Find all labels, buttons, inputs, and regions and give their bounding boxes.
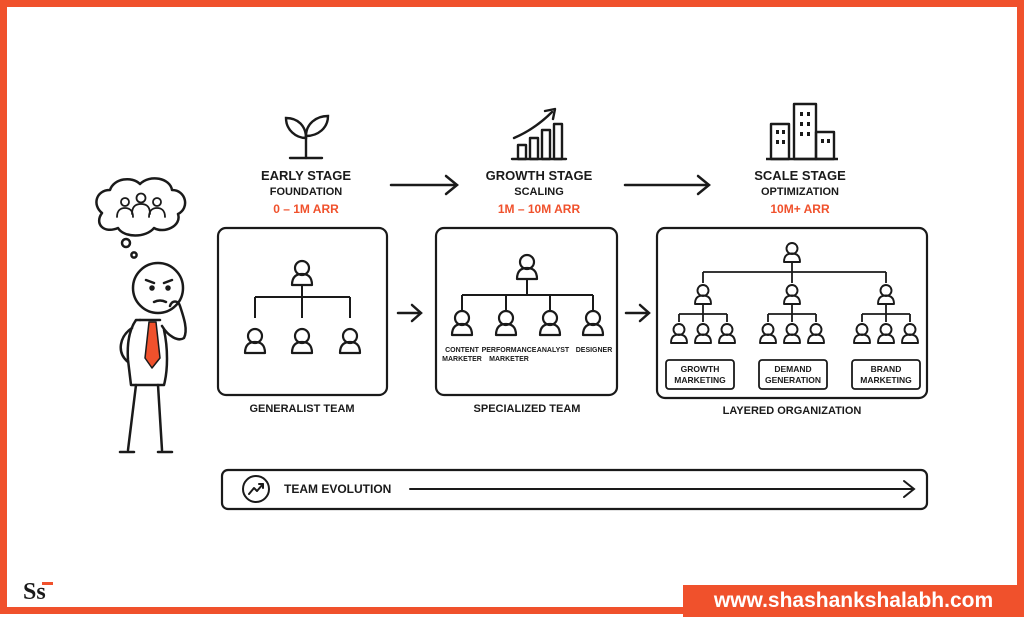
team-caption: SPECIALIZED TEAM (474, 403, 581, 415)
generalist-org-chart (243, 259, 362, 355)
team-evolution-bar (220, 468, 929, 511)
team-evolution-label: TEAM EVOLUTION (284, 482, 391, 496)
generalist-team-box (216, 226, 389, 397)
role-label: DESIGNER (576, 347, 613, 354)
sub-team-label: BRAND (871, 364, 902, 374)
person-icon (290, 327, 314, 355)
person-icon (807, 323, 825, 344)
website-banner[interactable]: www.shashankshalabh.com (683, 585, 1024, 617)
person-icon (759, 323, 777, 344)
person-icon (783, 323, 801, 344)
orange-tie (144, 321, 161, 369)
stage-arrow (396, 303, 651, 323)
sub-team-box (851, 359, 921, 390)
person-icon (901, 323, 919, 344)
sub-team-label: MARKETING (674, 375, 726, 385)
specialized-team-box (434, 226, 619, 397)
sub-team-label: MARKETING (860, 375, 912, 385)
sub-team-label: GROWTH (681, 364, 720, 374)
person-icon (338, 327, 362, 355)
sub-team-label: DEMAND (774, 364, 811, 374)
stage-arr: 10M+ ARR (770, 202, 830, 216)
growth-chart-icon (510, 107, 568, 161)
stage-subtitle: SCALING (514, 186, 564, 198)
trend-up-icon (242, 475, 270, 503)
lead-person-icon (515, 253, 539, 281)
stage-title: GROWTH STAGE (486, 168, 593, 183)
stage-title: EARLY STAGE (261, 168, 351, 183)
thinking-person-illustration (95, 177, 187, 454)
manager-person-icon (694, 284, 712, 305)
role-label: MARKETER (442, 356, 482, 363)
sprout-icon (284, 114, 330, 160)
person-icon (494, 309, 518, 337)
person-icon (877, 323, 895, 344)
layered-organization-box (655, 226, 929, 400)
person-icon (694, 323, 712, 344)
role-label: CONTENT (445, 347, 480, 354)
person-icon (718, 323, 736, 344)
thought-bubble (95, 177, 187, 237)
person-icon (450, 309, 474, 337)
person-icon (581, 309, 605, 337)
person-icon (538, 309, 562, 337)
lead-person-icon (783, 242, 801, 263)
manager-person-icon (783, 284, 801, 305)
sub-team-box (665, 359, 735, 390)
sub-team-box (758, 359, 828, 390)
evolution-arrow (409, 480, 916, 498)
person-icon (243, 327, 267, 355)
role-label: PERFORMANCE (482, 347, 537, 354)
team-caption: GENERALIST TEAM (249, 403, 354, 415)
stage-arr: 1M – 10M ARR (498, 202, 581, 216)
lead-person-icon (290, 259, 314, 287)
people-group-icon (116, 192, 166, 218)
sub-team-label: GENERATION (765, 375, 821, 385)
stage-title: SCALE STAGE (754, 168, 846, 183)
buildings-icon (766, 102, 838, 161)
stage-arrow (389, 174, 711, 196)
person-icon (670, 323, 688, 344)
team-caption: LAYERED ORGANIZATION (723, 405, 862, 417)
manager-person-icon (877, 284, 895, 305)
stage-subtitle: OPTIMIZATION (761, 186, 839, 198)
specialized-org-chart (450, 253, 605, 337)
person-icon (853, 323, 871, 344)
team-evolution-diagram: EARLY STAGE FOUNDATION 0 – 1M ARR GROWTH… (95, 102, 929, 511)
role-label: ANALYST (537, 347, 570, 354)
role-label: MARKETER (489, 356, 529, 363)
stage-arr: 0 – 1M ARR (273, 202, 339, 216)
layered-org-chart (665, 242, 921, 390)
stage-subtitle: FOUNDATION (270, 186, 343, 198)
brand-logo: Ss (23, 579, 53, 606)
